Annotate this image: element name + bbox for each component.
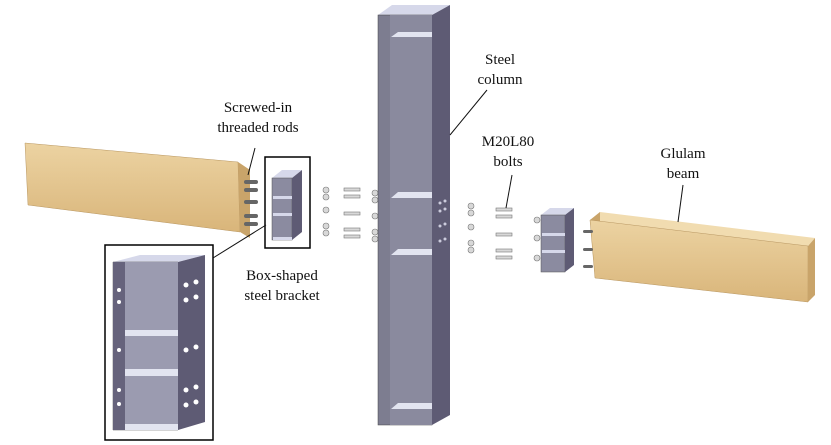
label-rods-line1: Screwed-in [224,100,293,116]
label-column-line1: Steel [485,52,515,68]
bracket-detail-inset [104,244,214,441]
bracket-highlight-frame [264,156,311,249]
right-glulam-beam [583,212,815,303]
label-beam-line2: beam [667,166,700,182]
label-column-line2: column [478,72,523,88]
label-beam-line1: Glulam [661,146,706,162]
bolts-right-group [467,202,513,260]
label-bolts-line2: bolts [493,154,522,170]
right-steel-bracket [533,208,574,273]
bolts-left-group [322,186,379,243]
label-bolts-line1: M20L80 [482,134,535,150]
label-bracket-line2: steel bracket [244,288,320,304]
left-steel-bracket [271,170,302,241]
left-glulam-beam [24,142,258,238]
bracket-detail-drawing [112,255,205,431]
threaded-rods-left [244,180,258,226]
steel-column [377,5,450,426]
label-bracket-line1: Box-shaped [246,268,318,284]
label-rods-line2: threaded rods [217,120,298,136]
